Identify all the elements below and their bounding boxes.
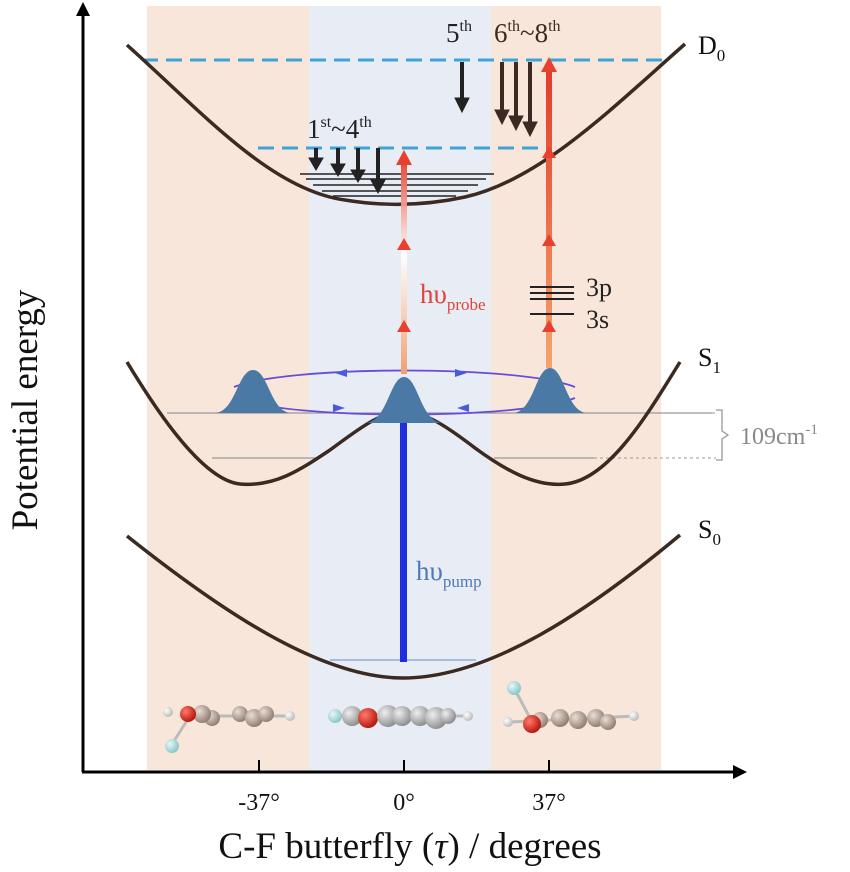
fifth-arrow: [454, 62, 470, 114]
probe-arrow-center: [396, 150, 412, 374]
x-tick-neg37: -37°: [238, 790, 280, 816]
s0-label: S0: [698, 515, 721, 549]
rydberg-3p-label: 3p: [586, 273, 612, 302]
x-tick-0: 0°: [393, 790, 415, 816]
molecule-right: [503, 681, 639, 733]
sixth-to-eighth-arrows: [494, 62, 538, 138]
barrier-energy-label: 109cm-1: [740, 422, 818, 450]
ring-arrowheads: [333, 369, 469, 412]
first-to-fourth-arrows: [308, 148, 386, 195]
pump-arrow: [400, 420, 407, 662]
sixth-eighth-label: 6th~8th: [494, 18, 561, 48]
probe-photon-label: hυprobe: [420, 279, 486, 314]
d0-vibrational-levels: [300, 173, 494, 197]
d0-label: D0: [698, 31, 725, 65]
axes: [76, 2, 747, 779]
wavepacket-center: [366, 377, 442, 423]
molecule-left: [163, 705, 295, 753]
pump-photon-label: hυpump: [416, 556, 482, 591]
right-region-band: [491, 6, 661, 770]
probe-arrow-right: [541, 57, 557, 368]
first-fourth-label: 1st~4th: [307, 114, 372, 144]
fifth-label: 5th: [446, 18, 472, 48]
left-region-band: [147, 6, 309, 770]
x-axis-title: C-F butterfly (τ) / degrees: [218, 826, 601, 867]
x-tick-37: 37°: [532, 790, 566, 816]
wavepacket-right: [514, 368, 586, 413]
y-axis-title: Potential energy: [5, 289, 46, 530]
rydberg-levels: [530, 286, 574, 315]
wavepacket-left: [216, 370, 290, 413]
rydberg-3s-label: 3s: [586, 305, 609, 334]
s0-potential-curve: [125, 533, 682, 680]
s1-label: S1: [698, 343, 721, 377]
barrier-bracket: [716, 409, 730, 461]
molecule-center: [328, 705, 473, 729]
